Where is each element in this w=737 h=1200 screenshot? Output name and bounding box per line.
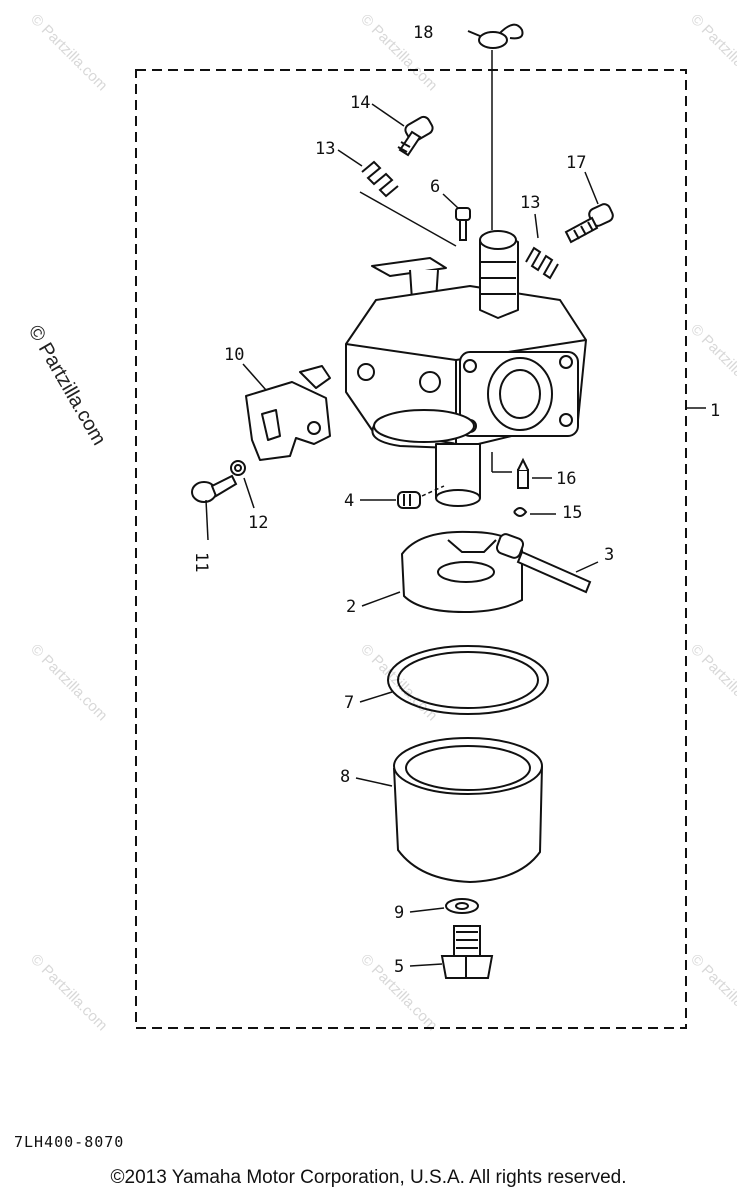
clip-15	[513, 507, 528, 517]
callout-12: 12	[248, 513, 268, 533]
watermark: © Partzilla.com	[27, 11, 110, 94]
diagram-part-code: 7LH400-8070	[14, 1133, 125, 1151]
watermark: © Partzilla.com	[27, 951, 110, 1034]
needle-16	[517, 457, 529, 489]
screw-17	[564, 203, 614, 244]
callout-5: 5	[394, 957, 404, 977]
callout-18: 18	[413, 23, 433, 43]
watermark: © Partzilla.com	[687, 641, 737, 724]
washer-9	[445, 898, 479, 914]
gasket-7	[387, 645, 549, 715]
watermark: © Partzilla.com	[687, 321, 737, 404]
jet-4	[397, 491, 421, 509]
callout-9: 9	[394, 903, 404, 923]
callout-17: 17	[566, 153, 586, 173]
callout-3: 3	[604, 545, 614, 565]
clip-part	[467, 23, 524, 49]
side-watermark: © Partzilla.com	[24, 322, 110, 450]
callout-15: 15	[562, 503, 582, 523]
carburetor-body	[345, 230, 587, 507]
callout-6: 6	[430, 177, 440, 197]
callout-16: 16	[556, 469, 576, 489]
callout-1: 1	[710, 401, 720, 421]
drain-bolt-5	[440, 925, 494, 979]
callout-13a: 13	[315, 139, 335, 159]
callout-13b: 13	[520, 193, 540, 213]
bracket-10	[245, 365, 331, 461]
callout-14: 14	[350, 93, 370, 113]
float-bowl-8	[393, 737, 543, 884]
callout-8: 8	[340, 767, 350, 787]
watermark-group: © Partzilla.com © Partzilla.com © Partzi…	[24, 11, 737, 1034]
washer-12	[230, 460, 246, 476]
watermark: © Partzilla.com	[687, 11, 737, 94]
screw-14	[397, 115, 434, 157]
watermark: © Partzilla.com	[687, 951, 737, 1034]
screw-6	[455, 207, 471, 241]
callout-2: 2	[346, 597, 356, 617]
callout-11: 11	[191, 552, 211, 572]
pin-3	[516, 550, 592, 594]
callout-10: 10	[224, 345, 244, 365]
callout-4: 4	[344, 491, 354, 511]
screw-11	[191, 474, 238, 503]
watermark: © Partzilla.com	[27, 641, 110, 724]
float-2	[400, 530, 525, 614]
spring-13a	[361, 160, 399, 198]
copyright-notice: ©2013 Yamaha Motor Corporation, U.S.A. A…	[110, 1167, 627, 1188]
spring-13b	[525, 246, 559, 280]
assembly-boundary	[135, 69, 687, 1029]
callout-7: 7	[344, 693, 354, 713]
